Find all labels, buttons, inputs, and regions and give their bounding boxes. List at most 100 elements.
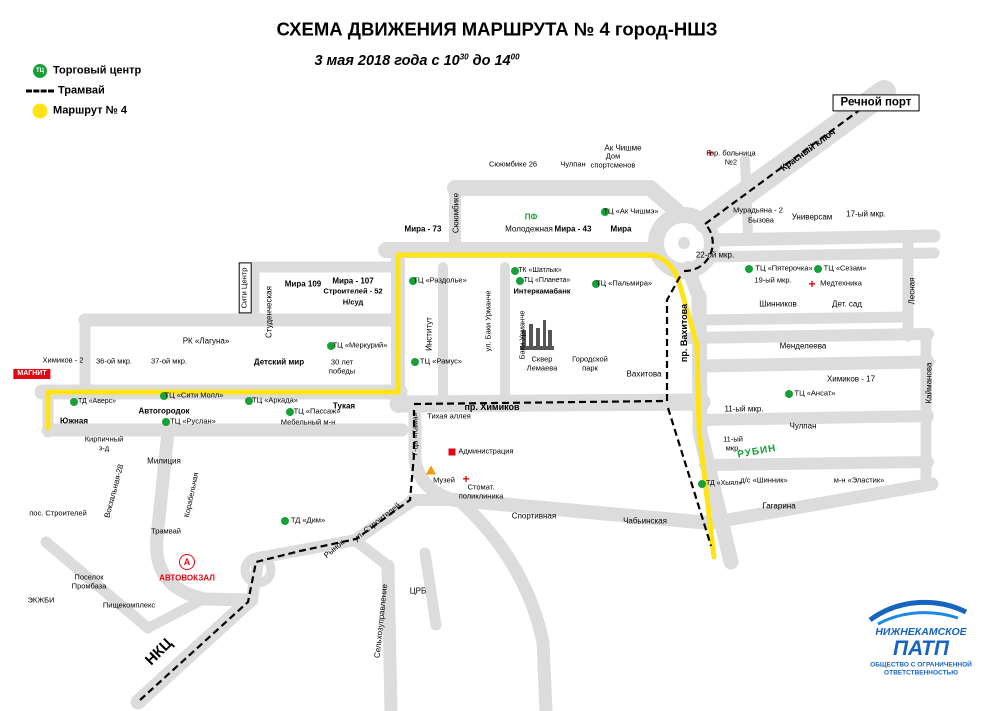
- shopping-center-marker: [286, 408, 294, 416]
- tram-line-vakhitova: [665, 272, 683, 401]
- shopping-center-marker: [411, 358, 419, 366]
- clinic-cross-icon: +: [462, 472, 470, 486]
- label-sportivnaya: Спортивная: [511, 511, 557, 521]
- logo-subtext-2: ОТВЕТСТВЕННОСТЬЮ: [884, 669, 958, 677]
- label-ekzhbi: ЭКЖБИ: [27, 595, 55, 605]
- label-tc-ramus: ТЦ «Рамус»: [419, 356, 463, 366]
- label-tsrb: ЦРБ: [409, 586, 427, 596]
- label-tc-ak-chishme: ТЦ «Ак Чишмэ»: [603, 206, 659, 216]
- tram-line-khimikov: [413, 399, 666, 406]
- shopping-center-marker: [745, 265, 753, 273]
- label-mira109: Мира 109: [284, 279, 322, 289]
- shopping-center-marker: [601, 208, 609, 216]
- label-avtogorodok: Автогородок: [138, 406, 190, 416]
- hospital-cross-icon: +: [706, 146, 714, 160]
- label-skver-lemaeva: Сквер Лемаева: [526, 354, 558, 372]
- subtitle-sup-from: 30: [459, 52, 469, 62]
- label-tc-palmira: ТЦ «Пальмира»: [595, 278, 653, 288]
- label-tikhaya-alleya: Тихая аллея: [427, 411, 471, 421]
- label-mira: Мира: [610, 224, 632, 234]
- label-magnit-store: МАГНИТ: [13, 368, 51, 380]
- shopping-center-marker: [281, 517, 289, 525]
- label-mkr37: 37-ой мкр.: [151, 356, 187, 366]
- label-tc-merkuriy: ТЦ «Меркурий»: [332, 340, 388, 350]
- label-syuyumbike: Сююмбике: [451, 192, 461, 234]
- museum-marker: [426, 465, 436, 475]
- label-pos-stroiteley: пос. Строителей: [29, 508, 87, 518]
- label-tc-ansat: ТЦ «Ансат»: [794, 388, 836, 398]
- legend-tram-icon: [26, 89, 54, 93]
- label-td-khyal: ТД «Хыял»: [705, 479, 743, 487]
- legend-route-label: Маршрут № 4: [53, 104, 128, 117]
- label-gor-bolnitsa: Гор. больница №2: [706, 148, 756, 166]
- subtitle-sup-to: 00: [510, 52, 520, 62]
- label-tc-sezam: ТЦ «Сезам»: [823, 263, 867, 273]
- label-dom-sportsmenov: Дом спортсменов: [590, 151, 636, 169]
- shopping-center-marker: [511, 267, 519, 275]
- shopping-center-marker: [327, 342, 335, 350]
- label-muzey: Музей: [433, 475, 455, 485]
- shopping-center-marker: [160, 392, 168, 400]
- label-chulpan-top: Чулпан: [560, 159, 586, 169]
- label-tc-arkada: ТЦ «Аркада»: [252, 395, 298, 405]
- label-siti-tsentr: Сити Центр: [238, 262, 252, 314]
- shopping-center-marker: [162, 418, 170, 426]
- page-title: СХЕМА ДВИЖЕНИЯ МАРШРУТА № 4 город-НШЗ: [276, 18, 718, 40]
- roundabout-center: [678, 237, 690, 249]
- label-stroiteley52: Строителей - 52: [323, 286, 383, 296]
- label-molodezhnaya: Молодежная: [505, 224, 553, 234]
- label-chabinskaya: Чабьинская: [623, 516, 667, 526]
- label-gca-kama: Г-ца «Кама»: [410, 412, 420, 456]
- label-tramvay: Трамвай: [151, 526, 181, 536]
- label-administratsiya: Администрация: [458, 446, 514, 456]
- label-det-sad: Дет. сад: [832, 299, 862, 309]
- label-syuyumbike26: Сююмбике 26: [488, 159, 538, 169]
- label-rk-laguna: РК «Лагуна»: [182, 336, 230, 346]
- label-shinnikov: Шинников: [759, 299, 797, 309]
- legend-shopping-center-label: Торговый центр: [53, 64, 142, 77]
- label-pf: ПФ: [524, 212, 538, 222]
- label-ul-baki-urmanche: ул. Баки Урманче: [483, 290, 493, 352]
- subtitle-text-2: до 14: [468, 53, 511, 70]
- label-tk-shatlyk: ТК «Шатлык»: [518, 266, 562, 274]
- label-universam: Универсам: [791, 212, 833, 222]
- tram-line-roundabout: [683, 225, 714, 273]
- label-mkr17: 17-ый мкр.: [846, 209, 886, 219]
- label-vakhitova: Вахитова: [626, 369, 662, 379]
- label-khimikov17: Химиков - 17: [826, 374, 876, 384]
- label-ak-chishme: Ак Чишме: [604, 143, 642, 153]
- label-medtekhnika: Медтехника: [820, 278, 862, 288]
- shopping-center-marker: [592, 280, 600, 288]
- label-tc-ruslan: ТЦ «Руслан»: [170, 416, 216, 426]
- label-gagarina: Гагарина: [762, 501, 796, 511]
- label-rechnoy-port: Речной порт: [832, 94, 920, 112]
- medical-cross-icon: +: [808, 277, 816, 291]
- label-tc-razdolye: ТЦ «Раздолье»: [413, 275, 467, 285]
- tram-loop: [240, 552, 276, 588]
- label-institut: Институт: [424, 317, 434, 351]
- legend-route-icon: [32, 103, 48, 119]
- shopping-center-marker: [516, 277, 524, 285]
- tram-line-south: [666, 407, 713, 547]
- label-kirpichny: Кирпичный з-д: [84, 434, 124, 452]
- logo-subtext-1: ОБЩЕСТВО С ОГРАНИЧЕННОЙ: [870, 661, 972, 669]
- subtitle-text: 3 мая 2018 года с 10: [314, 53, 460, 70]
- label-tc-siti-moll: ТЦ «Сити Молл»: [164, 390, 224, 400]
- label-tukaya: Тукая: [332, 401, 356, 411]
- logo-company-abbr: ПАТП: [892, 636, 950, 660]
- label-byzova: Бызова: [748, 215, 774, 225]
- label-mkr22: 22-ой мкр.: [695, 250, 735, 260]
- label-chulpan-right: Чулпан: [789, 421, 817, 431]
- label-30-let-pobedy: 30 лет победы: [328, 357, 356, 375]
- label-mkr36: 36-ой мкр.: [96, 356, 132, 366]
- label-mira73: Мира - 73: [404, 224, 442, 234]
- label-td-dim: ТД «Дим»: [290, 515, 326, 525]
- shopping-center-marker: [409, 277, 417, 285]
- monument-icon: [520, 320, 554, 350]
- legend-shopping-center-icon: ТЦ: [33, 64, 47, 78]
- label-pr-vakhitova: пр. Вахитова: [678, 303, 689, 363]
- label-poselok-prombaza: Поселок Промбаза: [71, 572, 107, 590]
- label-mkr19: 19-ый мкр.: [754, 275, 792, 285]
- tram-line-krasny-klyuch: [704, 97, 877, 225]
